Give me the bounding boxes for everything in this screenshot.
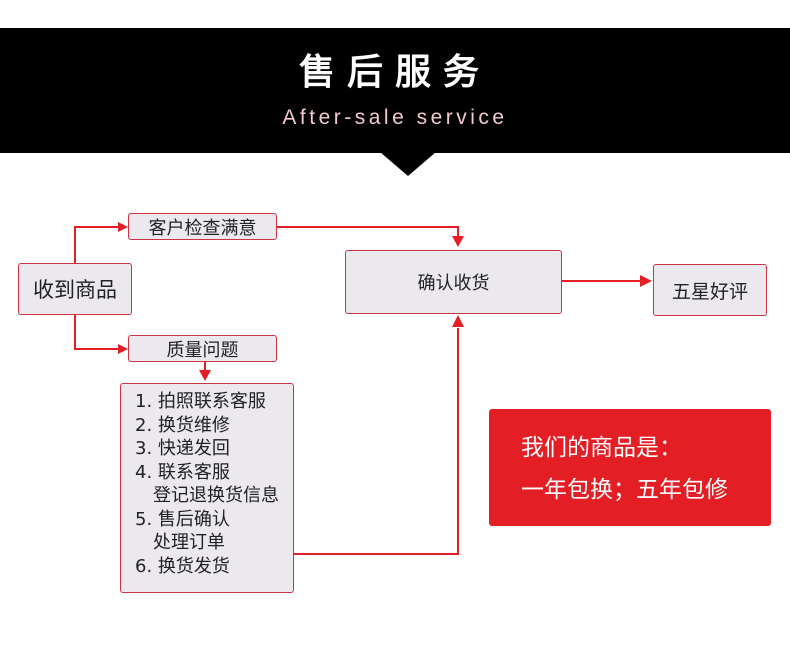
step-item-continuation: 登记退换货信息 bbox=[153, 485, 279, 506]
node-inspect-satisfied: 客户检查满意 bbox=[128, 213, 277, 240]
step-item: 6. 换货发货 bbox=[135, 555, 230, 577]
arrowhead-steps bbox=[199, 370, 211, 381]
arrowhead-confirm-top bbox=[452, 236, 464, 247]
warranty-heading: 我们的商品是： bbox=[521, 435, 682, 461]
step-item: 3. 快递发回 bbox=[135, 438, 230, 459]
page-subtitle: After-sale service bbox=[282, 106, 508, 129]
arrowhead-quality bbox=[118, 344, 128, 354]
step-item: 4. 联系客服 bbox=[135, 461, 230, 483]
warranty-callout: 我们的商品是： 一年包换；五年包修 bbox=[489, 409, 771, 526]
arrow-receive-to-quality bbox=[74, 315, 120, 350]
node-after-sale-steps: 1. 拍照联系客服 2. 换货维修 3. 快递发回 4. 联系客服 登记退换货信… bbox=[120, 383, 294, 593]
step-item: 2. 换货维修 bbox=[135, 414, 230, 436]
arrowhead-fivestar bbox=[640, 275, 652, 287]
arrow-receive-to-inspect bbox=[74, 226, 120, 263]
page-title: 售后服务 bbox=[298, 51, 491, 93]
arrowhead-confirm-bottom bbox=[452, 315, 464, 327]
banner-pointer bbox=[380, 152, 436, 176]
node-quality-issue: 质量问题 bbox=[128, 335, 277, 362]
step-item-continuation: 处理订单 bbox=[153, 532, 225, 553]
arrowhead-inspect bbox=[118, 222, 128, 232]
node-five-star: 五星好评 bbox=[653, 264, 767, 316]
node-receive-goods: 收到商品 bbox=[18, 263, 132, 315]
step-item: 1. 拍照联系客服 bbox=[135, 391, 266, 412]
header-banner bbox=[0, 28, 790, 153]
warranty-terms: 一年包换；五年包修 bbox=[521, 477, 728, 503]
arrow-steps-to-confirm bbox=[294, 328, 459, 555]
step-item: 5. 售后确认 bbox=[135, 508, 230, 530]
arrow-inspect-to-confirm bbox=[277, 226, 459, 238]
node-confirm-receipt: 确认收货 bbox=[345, 250, 562, 314]
